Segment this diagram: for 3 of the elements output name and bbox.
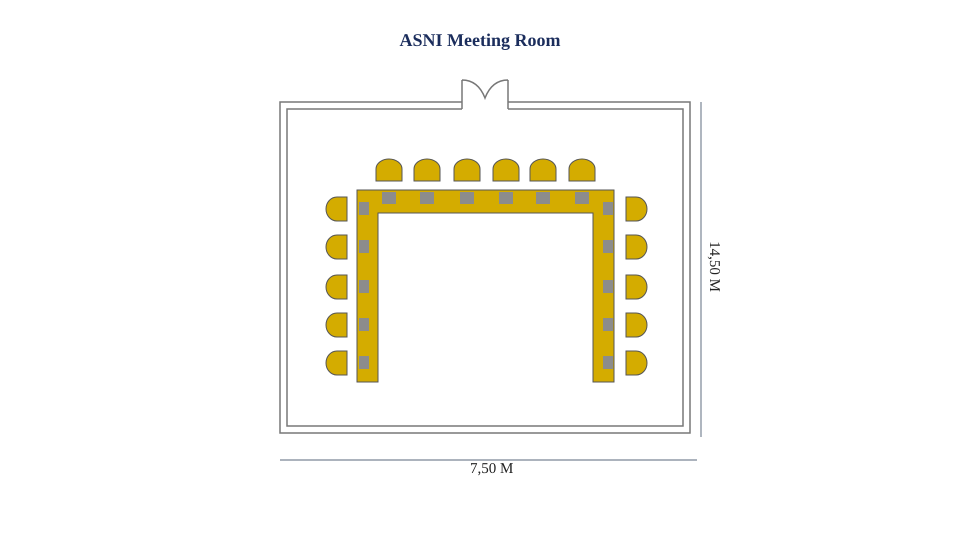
dimension-label: 7,50 M [470,461,514,478]
dimension-label: 14,50 M [704,241,722,292]
diagram-title: ASNI Meeting Room [398,30,562,51]
